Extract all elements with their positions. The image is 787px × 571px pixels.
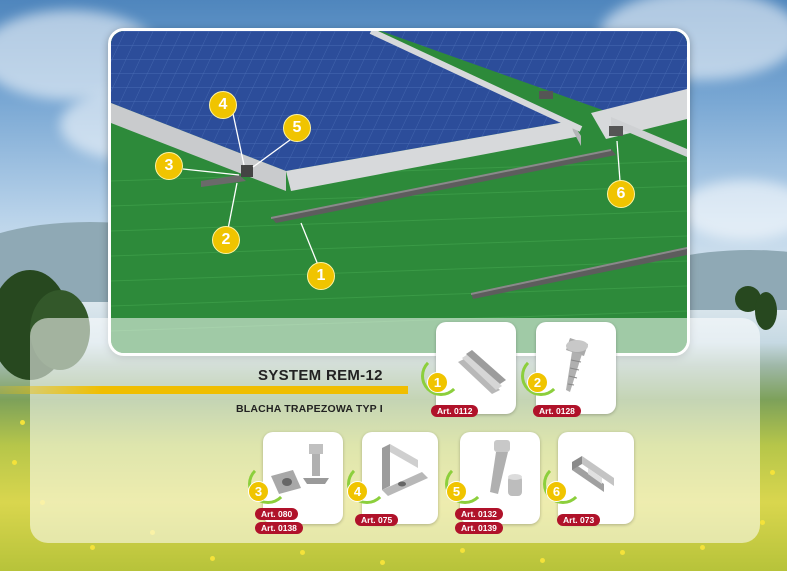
art-label-5a: Art. 0132 bbox=[455, 508, 503, 520]
callout-3: 3 bbox=[155, 152, 183, 180]
part-number-5: 5 bbox=[446, 481, 467, 502]
callout-2: 2 bbox=[212, 226, 240, 254]
part-number-3: 3 bbox=[248, 481, 269, 502]
part-card-6 bbox=[558, 432, 634, 524]
allen-bolt-icon bbox=[490, 440, 522, 496]
roof-mounting-illustration: 4 5 3 2 1 6 bbox=[108, 28, 690, 356]
part-number-2: 2 bbox=[527, 372, 548, 393]
card-6-arc bbox=[543, 464, 583, 504]
callout-4: 4 bbox=[209, 91, 237, 119]
art-label-4: Art. 075 bbox=[355, 514, 399, 526]
card-2-arc bbox=[521, 356, 561, 396]
art-label-2: Art. 0128 bbox=[533, 405, 581, 417]
callout-5: 5 bbox=[283, 114, 311, 142]
art-label-3b: Art. 0138 bbox=[255, 522, 303, 534]
art-label-1: Art. 0112 bbox=[431, 405, 479, 417]
art-label-5b: Art. 0139 bbox=[455, 522, 503, 534]
roof-scene bbox=[111, 31, 687, 353]
screw-icon bbox=[566, 338, 588, 392]
card-5-arc bbox=[445, 464, 485, 504]
system-title: SYSTEM REM-12 bbox=[258, 367, 383, 384]
part-number-4: 4 bbox=[347, 481, 368, 502]
end-clamp-icon bbox=[382, 444, 428, 496]
rail-profile-icon bbox=[458, 350, 506, 394]
part-card-1 bbox=[436, 322, 516, 414]
art-label-3a: Art. 080 bbox=[255, 508, 299, 520]
art-label-6: Art. 073 bbox=[557, 514, 601, 526]
part-number-6: 6 bbox=[546, 481, 567, 502]
middle-clamp-icon bbox=[572, 456, 614, 492]
system-subtitle: BLACHA TRAPEZOWA TYP I bbox=[236, 403, 383, 415]
callout-1: 1 bbox=[307, 262, 335, 290]
callout-6: 6 bbox=[607, 180, 635, 208]
card-1-arc bbox=[421, 356, 461, 396]
title-accent-bar bbox=[0, 386, 408, 394]
part-number-1: 1 bbox=[427, 372, 448, 393]
